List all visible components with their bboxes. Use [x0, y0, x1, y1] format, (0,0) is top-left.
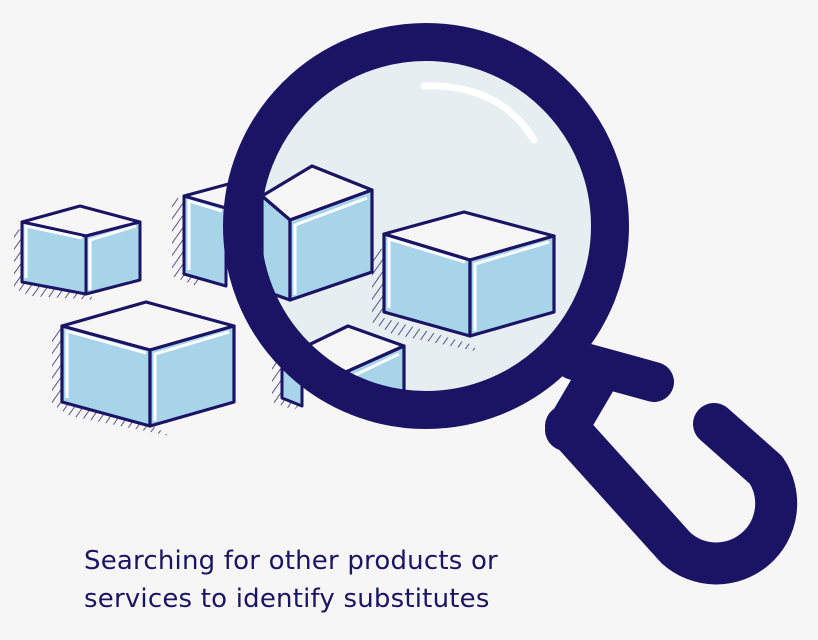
- caption-line-1: Searching for other products or: [84, 546, 498, 576]
- box-icon: [372, 210, 556, 352]
- caption-text: Searching for other products or services…: [84, 542, 644, 618]
- box-icon: [172, 180, 250, 288]
- lens-view: [260, 60, 592, 392]
- box-icon: [14, 204, 142, 300]
- magnifying-glass-icon: [223, 23, 798, 585]
- box-icon: [52, 300, 236, 436]
- caption-line-2: services to identify substitutes: [84, 584, 490, 614]
- box-icon: [260, 164, 374, 314]
